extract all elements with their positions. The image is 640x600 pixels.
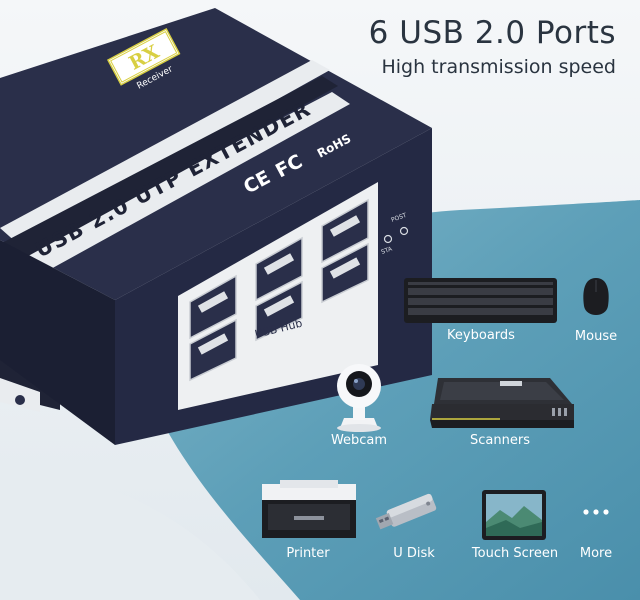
label-scanners: Scanners xyxy=(470,433,530,448)
printer-icon xyxy=(262,480,356,538)
headline: 6 USB 2.0 Ports High transmission speed xyxy=(369,14,616,80)
label-touch-screen: Touch Screen xyxy=(471,546,559,561)
label-webcam: Webcam xyxy=(330,433,388,448)
usb-drive-icon xyxy=(375,493,437,530)
label-u-disk: U Disk xyxy=(393,546,435,561)
webcam-icon xyxy=(337,364,381,432)
headline-title: 6 USB 2.0 Ports xyxy=(368,15,616,51)
usb-port-icon xyxy=(189,274,237,340)
sta-label: STA xyxy=(380,245,394,256)
tablet-icon xyxy=(482,490,546,540)
keyboard-icon xyxy=(404,278,557,323)
usb-port-icon xyxy=(255,236,303,302)
label-printer: Printer xyxy=(286,546,330,561)
mouse-icon xyxy=(583,278,609,315)
scanner-icon xyxy=(430,378,574,428)
label-keyboards: Keyboards xyxy=(447,328,515,343)
mount-hole-icon xyxy=(15,395,25,405)
more-icon xyxy=(583,509,609,515)
label-mouse: Mouse xyxy=(574,329,618,344)
headline-subtitle: High transmission speed xyxy=(381,56,616,78)
post-led-icon xyxy=(399,226,409,236)
sta-led-icon xyxy=(383,234,393,244)
usb-port-icon xyxy=(321,198,369,264)
label-more: More xyxy=(579,546,613,561)
